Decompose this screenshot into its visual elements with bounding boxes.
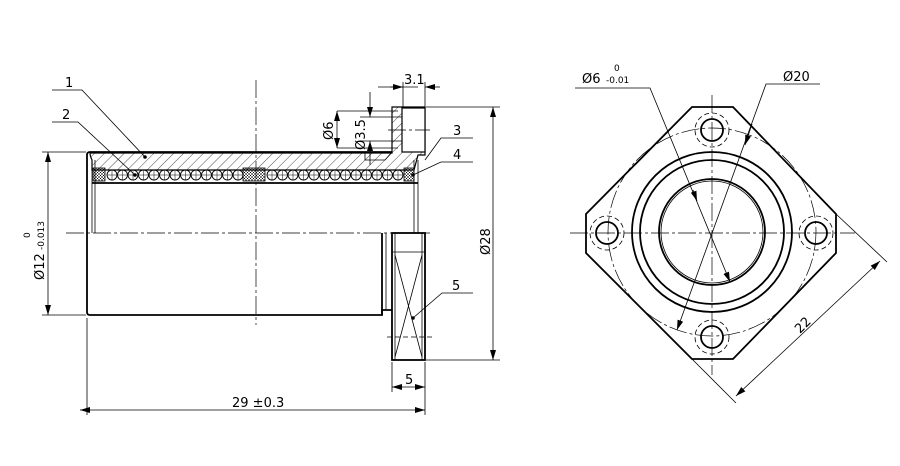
ball-center-mark bbox=[170, 170, 180, 180]
ball-center-mark bbox=[149, 170, 159, 180]
dim-flange-width: 22 bbox=[792, 315, 814, 337]
ball-center-mark bbox=[138, 170, 149, 180]
ball-center-mark bbox=[351, 170, 361, 180]
ball-row bbox=[106, 169, 404, 181]
ball-center-mark bbox=[277, 170, 288, 180]
dim-flange-thickness: 5 bbox=[405, 373, 413, 388]
svg-text:Ø6: Ø6 bbox=[582, 72, 601, 87]
ball-center-mark bbox=[330, 170, 340, 180]
ball-center-mark bbox=[298, 170, 309, 180]
ball-center-mark bbox=[309, 170, 319, 180]
ball-center-mark bbox=[180, 170, 191, 180]
end-view: Ø6 0 -0.01 Ø20 22 bbox=[570, 64, 888, 404]
leader-3: 3 bbox=[424, 124, 473, 161]
svg-text:-0.01: -0.01 bbox=[606, 76, 629, 86]
svg-text:0: 0 bbox=[614, 64, 620, 74]
dim-shaft: Ø6 0 -0.01 bbox=[582, 64, 629, 87]
ball-center-mark bbox=[319, 170, 330, 180]
svg-text:0: 0 bbox=[23, 232, 33, 238]
leader-4: 4 bbox=[411, 148, 473, 177]
leader-2: 2 bbox=[52, 108, 137, 177]
dim-pcd: Ø20 bbox=[783, 70, 810, 85]
dim-hole: Ø3.5 bbox=[354, 119, 369, 150]
ball-center-mark bbox=[191, 170, 201, 180]
ball-center-mark bbox=[340, 170, 351, 180]
ball-center-mark bbox=[212, 170, 222, 180]
ball-center-mark bbox=[393, 170, 403, 180]
ball-center-mark bbox=[117, 170, 128, 180]
svg-text:Ø12: Ø12 bbox=[33, 253, 48, 280]
side-view: 29 ±0.3 5 Ø12 0 -0.013 Ø28 3.1 Ø6 Ø3.5 bbox=[23, 73, 500, 415]
dim-outer-diameter: Ø28 bbox=[479, 228, 494, 255]
leader-5: 5 bbox=[411, 279, 473, 320]
ball-center-mark bbox=[233, 170, 243, 180]
ball-center-mark bbox=[372, 170, 382, 180]
housing-section bbox=[89, 106, 426, 171]
ball-center-mark bbox=[382, 170, 393, 180]
ball-center-mark bbox=[288, 170, 298, 180]
leader-1: 1 bbox=[52, 76, 147, 159]
ball-center-mark bbox=[201, 170, 212, 180]
svg-text:3: 3 bbox=[453, 124, 461, 139]
svg-text:-0.013: -0.013 bbox=[37, 221, 47, 250]
ball-center-mark bbox=[267, 170, 277, 180]
flange bbox=[391, 232, 426, 361]
svg-text:1: 1 bbox=[65, 76, 73, 91]
dim-flange-offset: 3.1 bbox=[404, 73, 425, 88]
ball-center-mark bbox=[159, 170, 170, 180]
ball-center-mark bbox=[107, 170, 117, 180]
dim-counterbore: Ø6 bbox=[322, 121, 337, 140]
svg-text:4: 4 bbox=[453, 148, 461, 163]
dim-length: 29 ±0.3 bbox=[232, 396, 284, 411]
svg-text:2: 2 bbox=[62, 108, 70, 123]
svg-text:5: 5 bbox=[452, 279, 460, 294]
ball-center-mark bbox=[361, 170, 372, 180]
dim-bore: Ø12 0 -0.013 bbox=[23, 221, 48, 280]
ball-center-mark bbox=[222, 170, 233, 180]
flange-outline bbox=[585, 106, 837, 360]
